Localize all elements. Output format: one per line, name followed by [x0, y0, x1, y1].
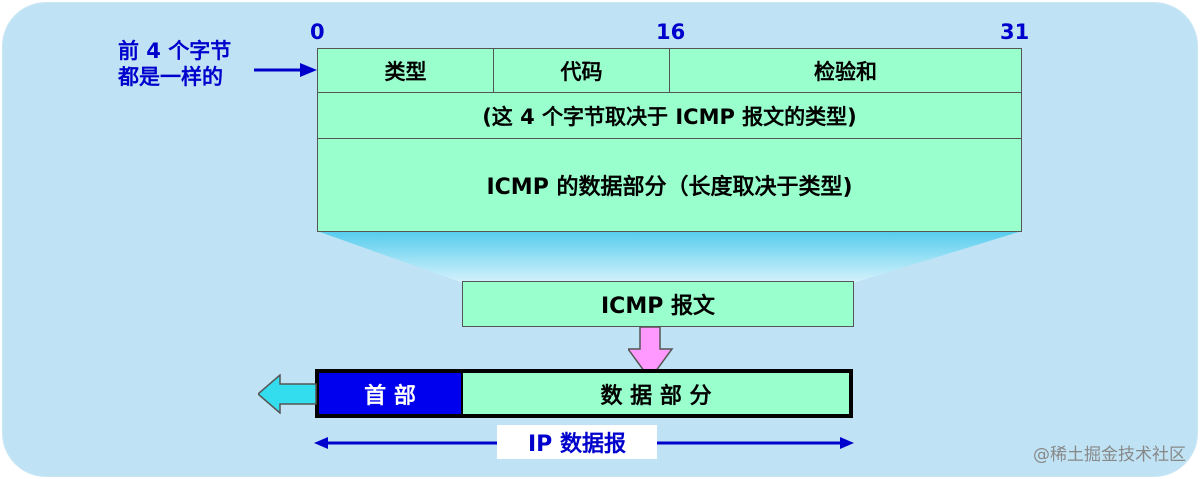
note-line-2: 都是一样的: [118, 65, 223, 89]
bit-label-0: 0: [310, 20, 325, 44]
type-field: 类型: [317, 48, 494, 93]
ip-datagram-label: IP 数据报: [497, 425, 657, 459]
watermark: @稀土掘金技术社区: [1033, 445, 1186, 465]
icmp-message-box: ICMP 报文: [462, 281, 854, 327]
note-line-1: 前 4 个字节: [118, 39, 232, 63]
ip-datagram: 首 部 数 据 部 分: [315, 369, 853, 418]
ip-header: 首 部: [319, 373, 461, 414]
checksum-field: 检验和: [669, 48, 1022, 93]
cyan-left-arrow: [258, 374, 317, 414]
bit-label-16: 16: [656, 20, 686, 44]
bit-label-31: 31: [1000, 20, 1030, 44]
first-four-bytes-note: 前 4 个字节 都是一样的: [118, 38, 258, 90]
pink-down-arrow: [628, 327, 674, 381]
type-dependent-bytes-row: (这 4 个字节取决于 ICMP 报文的类型): [317, 92, 1022, 139]
note-arrow: [254, 63, 317, 77]
ip-data-part: 数 据 部 分: [463, 373, 849, 414]
code-field: 代码: [493, 48, 670, 93]
icmp-data-row: ICMP 的数据部分（长度取决于类型): [317, 138, 1022, 232]
